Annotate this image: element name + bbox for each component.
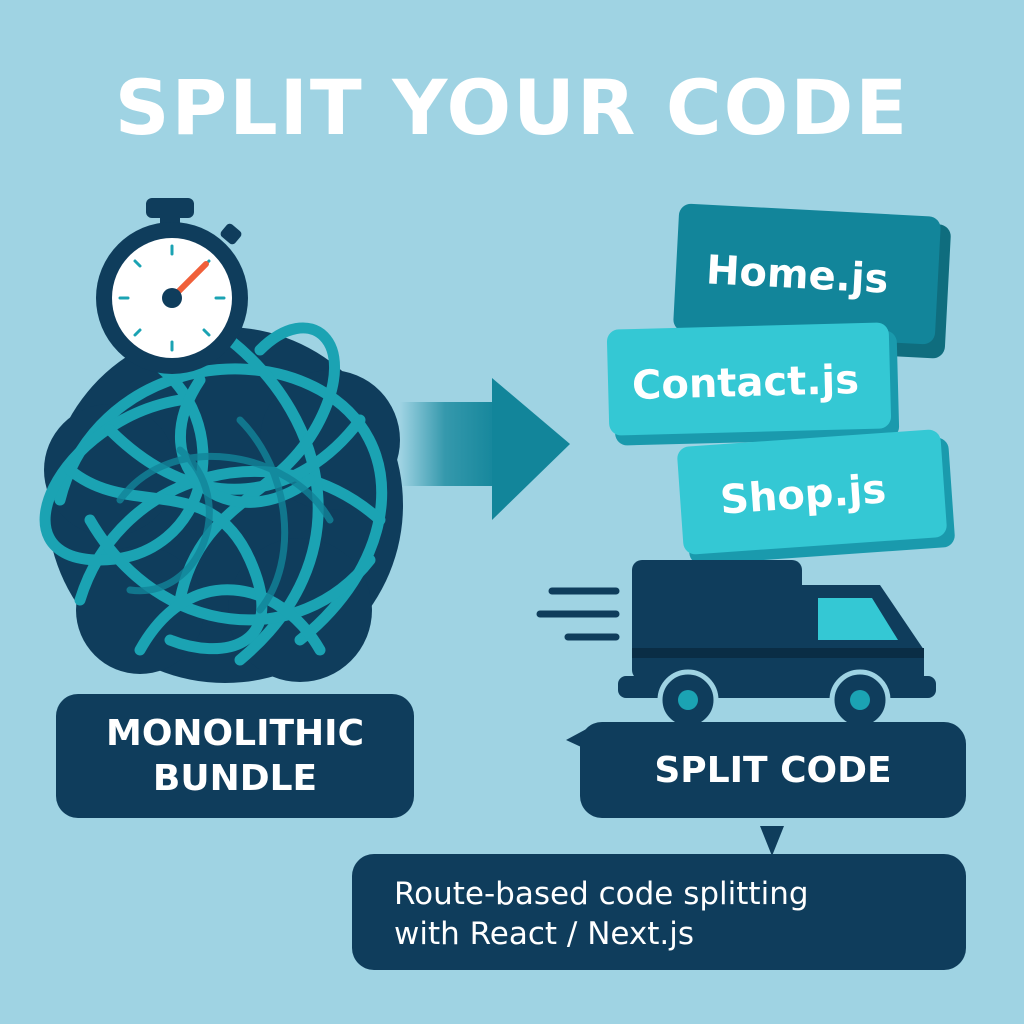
file-block-home [673,203,951,359]
file-label-home: Home.js [704,247,890,303]
note-tail [760,826,784,856]
right-arrow-icon [400,378,570,520]
file-block-shop [677,429,955,565]
split-code-label: SPLIT CODE [580,722,966,818]
note-line1: Route-based code splitting [394,876,809,912]
file-label-contact: Contact.js [631,357,860,409]
note-line2: with React / Next.js [394,916,695,953]
monolithic-label-line1: MONOLITHIC [106,713,364,754]
monolithic-label-line2: BUNDLE [152,758,318,799]
stopwatch-icon [96,198,248,374]
monolithic-bundle-label: MONOLITHIC BUNDLE [56,694,414,818]
page-title: SPLIT YOUR CODE [114,63,910,152]
note-callout: Route-based code splitting with React / … [352,854,966,970]
tangled-yarn-ball-icon [39,322,403,683]
file-block-contact [606,322,900,446]
delivery-truck-icon [536,560,936,731]
